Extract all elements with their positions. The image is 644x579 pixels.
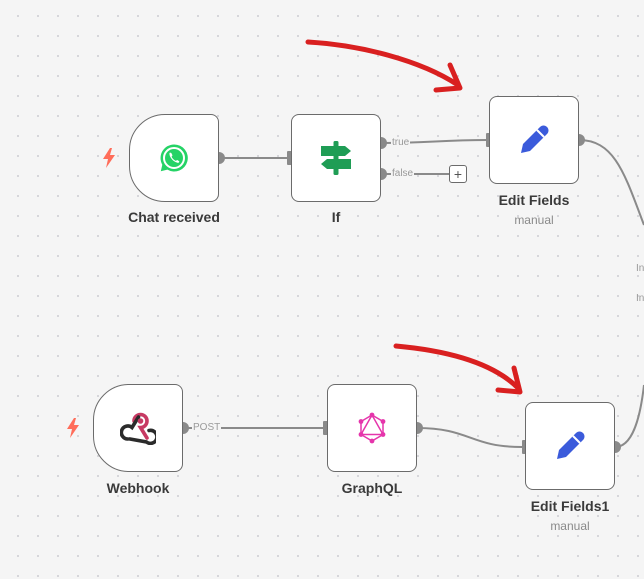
webhook-node[interactable] <box>93 384 183 472</box>
if-node[interactable] <box>291 114 381 202</box>
connection-edit-fields-out[interactable] <box>578 139 644 226</box>
connection-graphql-edit-fields1[interactable] <box>416 427 523 448</box>
edit-fields-node[interactable] <box>489 96 579 184</box>
edit-fields-subtitle: manual <box>514 213 554 227</box>
trigger-lightning-bolt-icon <box>103 148 115 168</box>
annotation-arrow-top <box>305 39 463 93</box>
webhook-label: Webhook <box>106 480 170 496</box>
pencil-icon <box>557 431 585 459</box>
signpost-icon <box>321 141 351 175</box>
chat-received-node[interactable] <box>129 114 219 202</box>
add-node-button[interactable]: + <box>449 165 467 183</box>
graphql-icon <box>358 412 386 444</box>
if-false-edge-label: false <box>391 168 415 179</box>
edit-fields1-node[interactable] <box>525 402 615 490</box>
webhook-post-edge-label: POST <box>192 422 222 433</box>
graphql-label: GraphQL <box>341 480 403 496</box>
if-label: If <box>331 209 341 225</box>
if-true-edge-label: true <box>391 137 411 148</box>
webhook-icon <box>120 412 156 445</box>
whatsapp-icon <box>160 144 188 172</box>
edit-fields-label: Edit Fields <box>498 192 570 208</box>
chat-received-label: Chat received <box>128 209 220 225</box>
trigger-lightning-bolt-icon-2 <box>67 418 79 438</box>
pencil-icon <box>521 125 549 153</box>
annotation-arrow-bottom <box>393 343 523 395</box>
graphql-node[interactable] <box>327 384 417 472</box>
edit-fields1-label: Edit Fields1 <box>530 498 610 514</box>
offscreen-input-label-1: In <box>636 263 644 274</box>
edit-fields1-subtitle: manual <box>550 519 590 533</box>
offscreen-input-label-2: In <box>636 293 644 304</box>
connection-edit-fields1-out[interactable] <box>614 384 644 448</box>
